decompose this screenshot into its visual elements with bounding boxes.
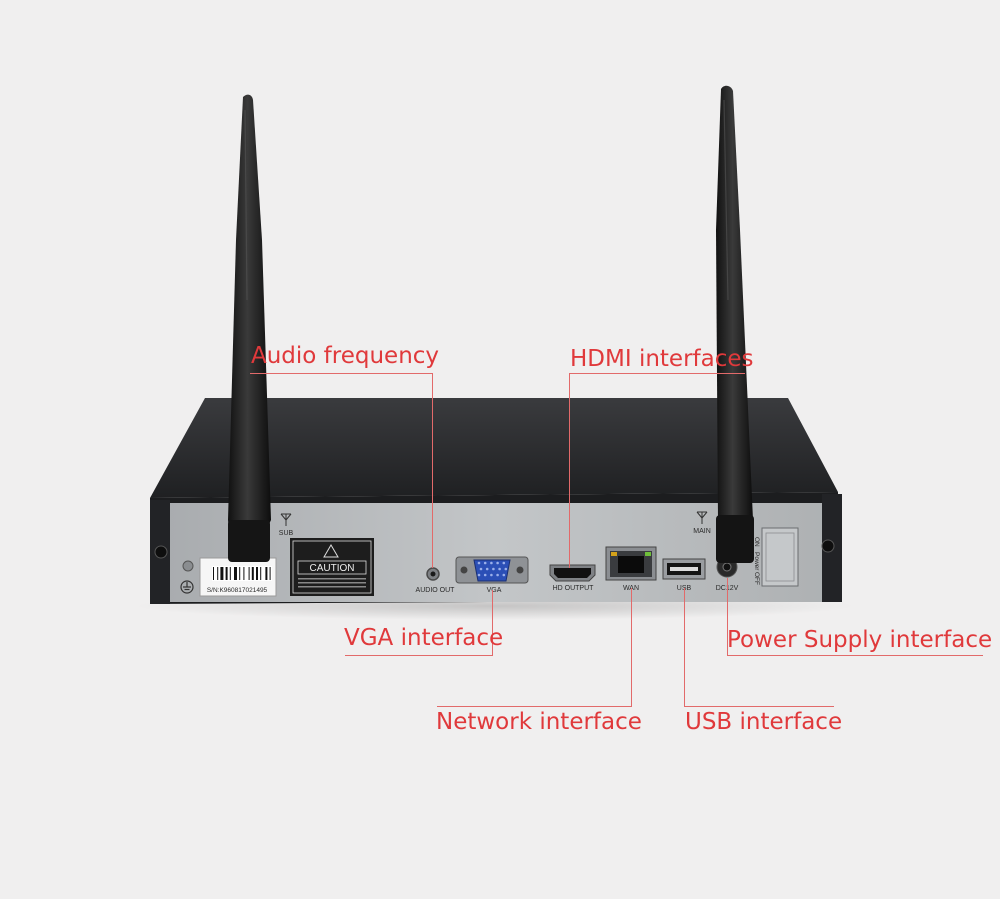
- power-leader-v: [727, 578, 728, 655]
- audio-out-label: AUDIO OUT: [416, 587, 456, 594]
- hdmi-port[interactable]: [549, 564, 596, 582]
- on-label: ON: [753, 537, 760, 547]
- callout-hdmi-interfaces: HDMI interfaces: [570, 346, 754, 372]
- warning-triangle-icon: [323, 544, 339, 558]
- hdmi-leader-v: [569, 373, 570, 568]
- usb-port[interactable]: [662, 558, 706, 580]
- callout-network-interface: Network interface: [436, 709, 642, 735]
- audio-leader-h: [250, 373, 433, 374]
- callout-power-supply-interface: Power Supply interface: [727, 627, 993, 653]
- left-antenna: [228, 94, 271, 562]
- vga-label: VGA: [487, 587, 502, 594]
- power-leader-h: [727, 655, 983, 656]
- network-leader-h: [437, 706, 632, 707]
- barcode-icon: [212, 566, 272, 581]
- chassis-top: [150, 398, 838, 498]
- ground-symbol-icon: [180, 580, 194, 594]
- power-switch-cover[interactable]: [761, 527, 799, 587]
- panel-screw-icon: [182, 560, 194, 572]
- network-leader-v: [631, 588, 632, 706]
- callout-usb-interface: USB interface: [685, 709, 843, 735]
- main-antenna-symbol-icon: [696, 511, 708, 524]
- hdmi-leader-h: [569, 373, 745, 374]
- usb-leader-v: [684, 588, 685, 706]
- hd-output-label: HD OUTPUT: [553, 585, 595, 592]
- power-label: Power: [753, 552, 760, 571]
- caution-text: CAUTION: [310, 563, 355, 574]
- callout-vga-interface: VGA interface: [344, 625, 504, 651]
- main-label: MAIN: [693, 528, 711, 535]
- vga-leader-v: [492, 590, 493, 655]
- callout-audio-frequency: Audio frequency: [251, 343, 440, 369]
- usb-leader-h: [684, 706, 834, 707]
- left-screw-icon: [154, 545, 168, 559]
- right-antenna: [716, 85, 754, 563]
- serial-number: S/N:K960817021495: [207, 587, 268, 594]
- off-label: OFF: [753, 572, 760, 585]
- vga-leader-h: [345, 655, 493, 656]
- wan-port[interactable]: [605, 546, 657, 581]
- sub-label: SUB: [279, 530, 294, 537]
- right-screw-icon: [821, 539, 835, 553]
- sub-antenna-symbol-icon: [280, 513, 292, 526]
- audio-leader-v: [432, 373, 433, 568]
- vga-port[interactable]: [455, 556, 529, 584]
